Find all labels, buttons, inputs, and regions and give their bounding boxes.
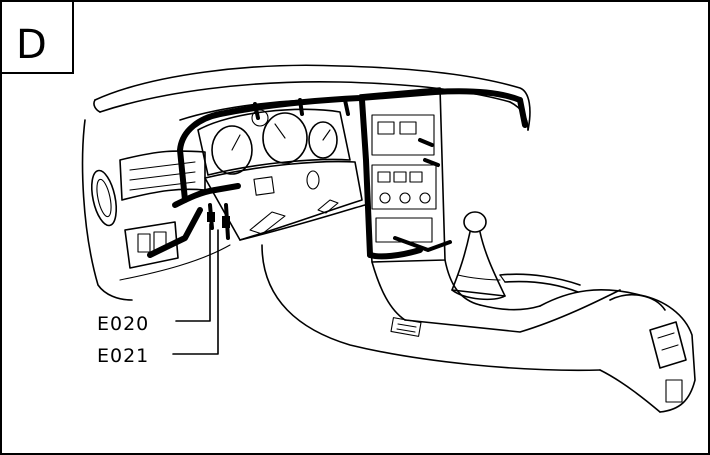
leader-line-e020 bbox=[175, 223, 211, 322]
connector-label-e021: E021 bbox=[97, 345, 149, 367]
dashboard-top bbox=[93, 64, 531, 131]
connector-e020 bbox=[207, 212, 215, 222]
instrument-cluster bbox=[197, 108, 351, 176]
dashboard-face bbox=[204, 160, 366, 241]
lower-console bbox=[261, 244, 621, 372]
handbrake-lever bbox=[499, 273, 581, 293]
panel-letter-box: D bbox=[0, 0, 74, 74]
connector-e021 bbox=[222, 216, 230, 228]
gear-shifter bbox=[451, 211, 506, 301]
dashboard-left-end bbox=[81, 119, 231, 301]
leader-line-e021 bbox=[172, 229, 219, 355]
connector-label-e020: E020 bbox=[97, 313, 149, 335]
panel-letter: D bbox=[16, 22, 47, 68]
center-console bbox=[359, 87, 446, 263]
wiring-harness bbox=[147, 88, 528, 260]
rear-console bbox=[539, 289, 696, 413]
